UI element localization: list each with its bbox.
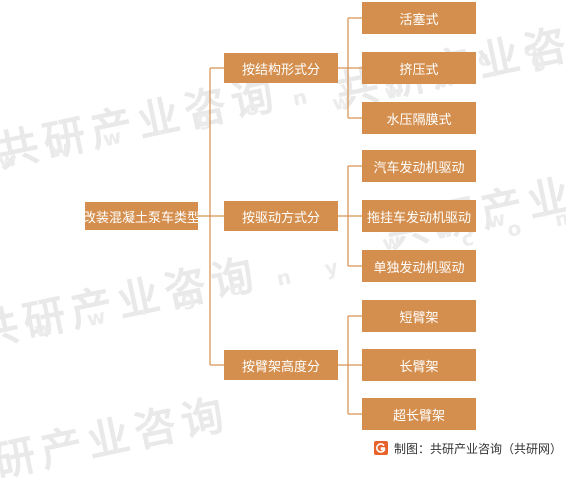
root-node: 改装混凝土泵车类型 <box>85 202 198 230</box>
leaf-node: 挤压式 <box>362 52 476 84</box>
gonyn-logo-icon <box>374 441 388 455</box>
leaf-node: 水压隔膜式 <box>362 102 476 134</box>
leaf-node: 超长臂架 <box>362 398 476 430</box>
branch-node-boom-height: 按臂架高度分 <box>224 350 338 380</box>
leaf-node: 长臂架 <box>362 349 476 381</box>
leaf-node: 汽车发动机驱动 <box>362 150 476 182</box>
leaf-node: 拖挂车发动机驱动 <box>362 200 476 232</box>
branch-node-drive: 按驱动方式分 <box>224 201 338 231</box>
leaf-node: 活塞式 <box>362 2 476 34</box>
source-footer: 制图：共研产业咨询（共研网） <box>374 438 562 458</box>
leaf-node: 单独发动机驱动 <box>362 250 476 282</box>
leaf-node: 短臂架 <box>362 300 476 332</box>
connector-lines <box>198 17 362 415</box>
footer-label: 制图：共研产业咨询（共研网） <box>394 441 563 456</box>
branch-node-structure: 按结构形式分 <box>224 53 338 83</box>
